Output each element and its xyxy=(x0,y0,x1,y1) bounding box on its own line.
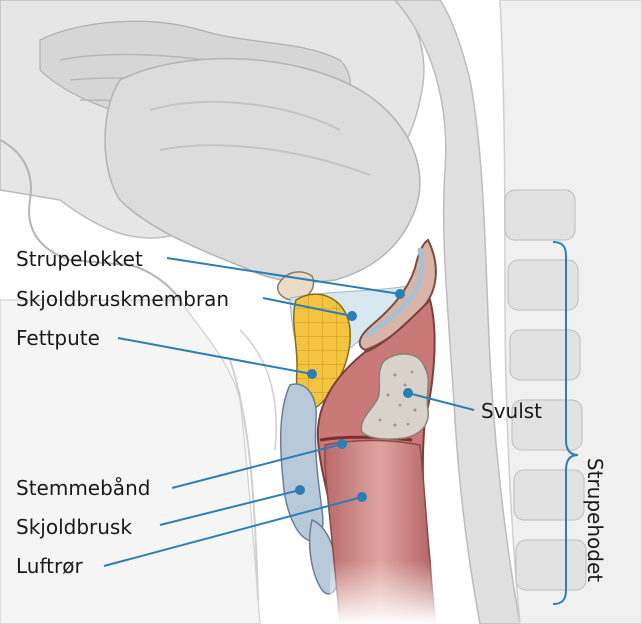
label-vocal-cords: Stemmebånd xyxy=(16,476,151,500)
leader-line-vocal-cords xyxy=(171,443,343,489)
leader-line-trachea xyxy=(103,496,363,567)
label-trachea: Luftrør xyxy=(16,554,83,578)
label-thyroid-cartilage: Skjoldbrusk xyxy=(16,515,132,539)
label-tumor: Svulst xyxy=(481,399,543,423)
leader-line-membrane xyxy=(262,297,353,317)
label-fat-pad: Fettpute xyxy=(16,326,100,350)
label-epiglottis: Strupelokket xyxy=(16,247,143,271)
label-thyrohyoid-membrane: Skjoldbruskmembran xyxy=(16,287,230,311)
larynx-bracket xyxy=(552,241,579,605)
label-larynx: Strupehodet xyxy=(583,457,607,583)
epiglottis xyxy=(358,238,437,352)
tumor-texture xyxy=(378,370,417,427)
leader-dots xyxy=(295,289,413,502)
leader-line-tumor xyxy=(407,392,475,411)
leader-lines xyxy=(103,257,475,567)
leader-line-thyroid xyxy=(159,489,301,526)
leader-line-fat-pad xyxy=(117,337,313,375)
vocal-cords xyxy=(319,435,413,442)
leader-line-epiglottis xyxy=(166,257,401,295)
tumor xyxy=(360,353,429,440)
